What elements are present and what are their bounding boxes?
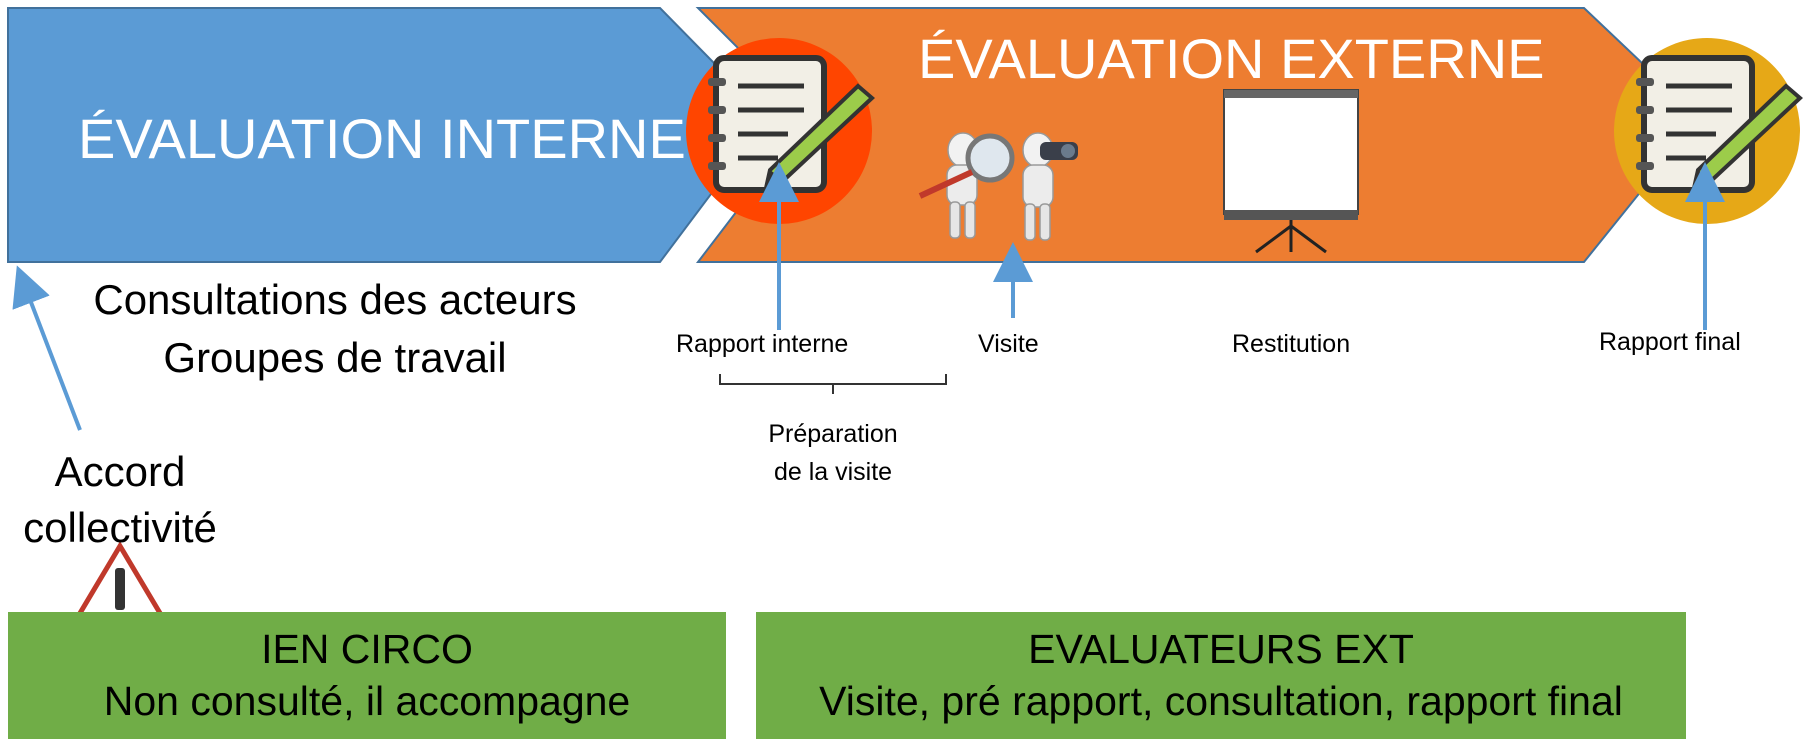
label-visite: Visite: [978, 330, 1039, 358]
report-final-icon: [1614, 38, 1804, 224]
evaluateurs-box-title: EVALUATEURS EXT: [1028, 626, 1414, 673]
label-rapport-interne: Rapport interne: [676, 330, 849, 358]
label-rapport-final: Rapport final: [1599, 328, 1741, 356]
label-restitution: Restitution: [1232, 330, 1351, 358]
accord-line1: Accord: [54, 448, 186, 495]
accord-line2: collectivité: [23, 504, 217, 551]
internal-notes-line2: Groupes de travail: [163, 334, 507, 381]
label-preparation-1: Préparation: [768, 420, 898, 448]
visit-figures-icon: [918, 132, 1078, 241]
evaluateurs-box: EVALUATEURS EXT Visite, pré rapport, con…: [756, 612, 1686, 739]
projection-screen-icon: [1223, 89, 1359, 254]
internal-notes-line1: Consultations des acteurs: [93, 276, 577, 323]
internal-phase-title: ÉVALUATION INTERNE: [78, 107, 686, 170]
label-preparation-2: de la visite: [773, 458, 893, 486]
arrow-accord: [12, 265, 82, 431]
ien-box-text: Non consulté, il accompagne: [103, 677, 631, 724]
ien-box: IEN CIRCO Non consulté, il accompagne: [8, 612, 726, 739]
preparation-bracket: [719, 374, 947, 394]
ien-box-title: IEN CIRCO: [261, 626, 473, 673]
evaluateurs-box-text: Visite, pré rapport, consultation, rappo…: [819, 677, 1623, 724]
external-phase-title: ÉVALUATION EXTERNE: [918, 27, 1545, 90]
